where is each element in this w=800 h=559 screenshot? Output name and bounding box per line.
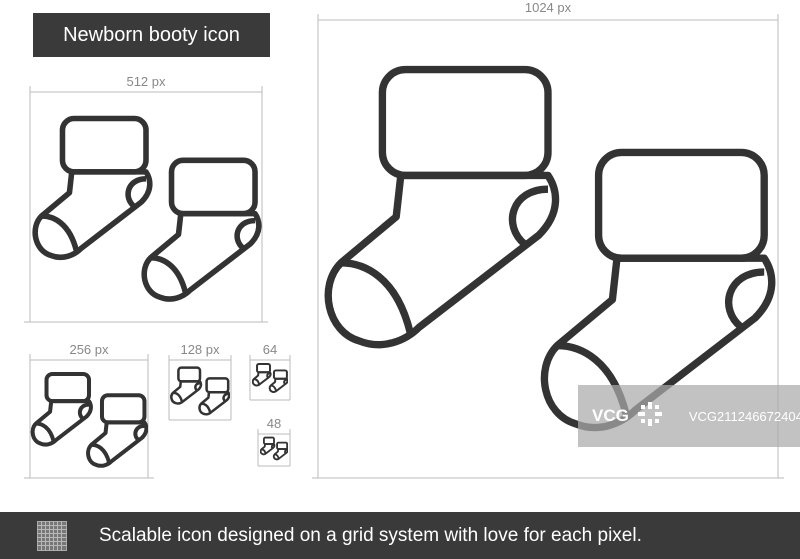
guide-lines <box>24 14 784 479</box>
booties-icon-64 <box>252 363 288 393</box>
size-label-48: 48 <box>266 416 282 431</box>
booties-icon-256 <box>32 373 147 467</box>
grid-icon <box>37 520 67 551</box>
size-label-1024: 1024 px <box>524 0 572 15</box>
size-label-256: 256 px <box>69 342 109 357</box>
booties-icon-128 <box>171 367 230 415</box>
size-label-64: 64 <box>262 342 278 357</box>
booties-icon-512 <box>33 117 261 301</box>
size-label-512: 512 px <box>126 74 166 89</box>
title-badge: Newborn booty icon <box>33 13 270 57</box>
watermark-burst-icon <box>637 401 663 432</box>
footer-bar: Scalable icon designed on a grid system … <box>0 512 800 559</box>
footer-text: Scalable icon designed on a grid system … <box>99 524 642 546</box>
watermark-logo: VCG <box>592 406 629 425</box>
watermark: VCG VCG211246672404 <box>578 385 800 447</box>
booties-icon-48 <box>260 437 288 460</box>
watermark-id: VCG211246672404 <box>688 408 800 424</box>
size-label-128: 128 px <box>180 342 220 357</box>
title-text: Newborn booty icon <box>63 23 240 46</box>
